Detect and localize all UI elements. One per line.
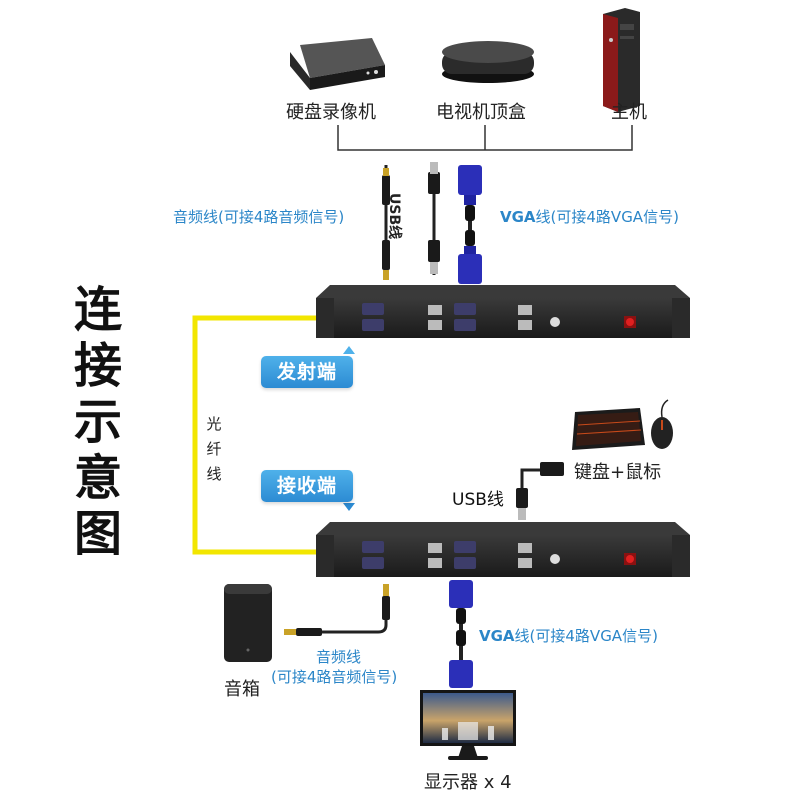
- audio-cable-label-bottom-detail: (可接4路音频信号): [271, 668, 398, 686]
- title-char: 接: [73, 338, 122, 394]
- vga-cable-top: [458, 165, 482, 284]
- pc-tower-image: [603, 8, 640, 112]
- title-char: 意: [73, 450, 122, 506]
- fiber-char: 纤: [206, 440, 222, 458]
- receiver-unit: [316, 522, 690, 577]
- stb-label: 电视机顶盒: [436, 102, 526, 123]
- title-char: 连: [73, 282, 122, 338]
- vga-cable-label-bottom: VGA线(可接4路VGA信号): [479, 625, 658, 646]
- keyboard-image: [572, 408, 645, 450]
- vga-suffix: 线(可接4路VGA信号): [514, 627, 658, 645]
- monitor-image: [420, 690, 516, 760]
- title-char: 图: [73, 506, 122, 562]
- receiver-tag-pointer: [343, 503, 355, 511]
- diagram-title: 连 接 示 意 图: [72, 282, 124, 562]
- dvr-label: 硬盘录像机: [286, 102, 376, 123]
- receiver-tag: 接收端: [261, 470, 354, 502]
- set-top-box-image: [442, 41, 534, 83]
- keyboard-mouse-label: 键盘+鼠标: [574, 462, 662, 483]
- vga-suffix: 线(可接4路VGA信号): [535, 208, 679, 226]
- fiber-cable: [192, 315, 320, 555]
- vga-prefix: VGA: [479, 627, 515, 645]
- usb-cable-label-right: USB线: [452, 490, 504, 510]
- source-connector-lines: [337, 125, 633, 151]
- transmitter-tag-pointer: [343, 346, 355, 354]
- fiber-char: 光: [206, 415, 222, 433]
- monitor-label: 显示器 x 4: [424, 772, 512, 793]
- vga-cable-bottom: [449, 580, 473, 688]
- usb-cable-right: [516, 462, 564, 520]
- speaker-label: 音箱: [224, 679, 260, 700]
- audio-cable-label-top: 音频线(可接4路音频信号): [173, 208, 345, 226]
- fiber-label: 光 纤 线: [204, 412, 224, 487]
- dvr-image: [290, 38, 385, 90]
- vga-prefix: VGA: [500, 208, 536, 226]
- mouse-image: [651, 399, 673, 449]
- pc-label: 主机: [611, 102, 647, 123]
- usb-cable-label-top: USB线: [386, 193, 402, 240]
- audio-cable-label-bottom: 音频线: [316, 648, 362, 666]
- audio-cable-bottom: [284, 584, 390, 636]
- audio-cable-top: [382, 165, 390, 280]
- transmitter-unit: [316, 285, 690, 338]
- fiber-char: 线: [206, 465, 222, 483]
- vga-cable-label-top: VGA线(可接4路VGA信号): [500, 206, 679, 227]
- speaker-image: [224, 584, 272, 662]
- usb-cable-top: [428, 162, 440, 275]
- transmitter-tag: 发射端: [261, 356, 354, 388]
- title-char: 示: [73, 394, 122, 450]
